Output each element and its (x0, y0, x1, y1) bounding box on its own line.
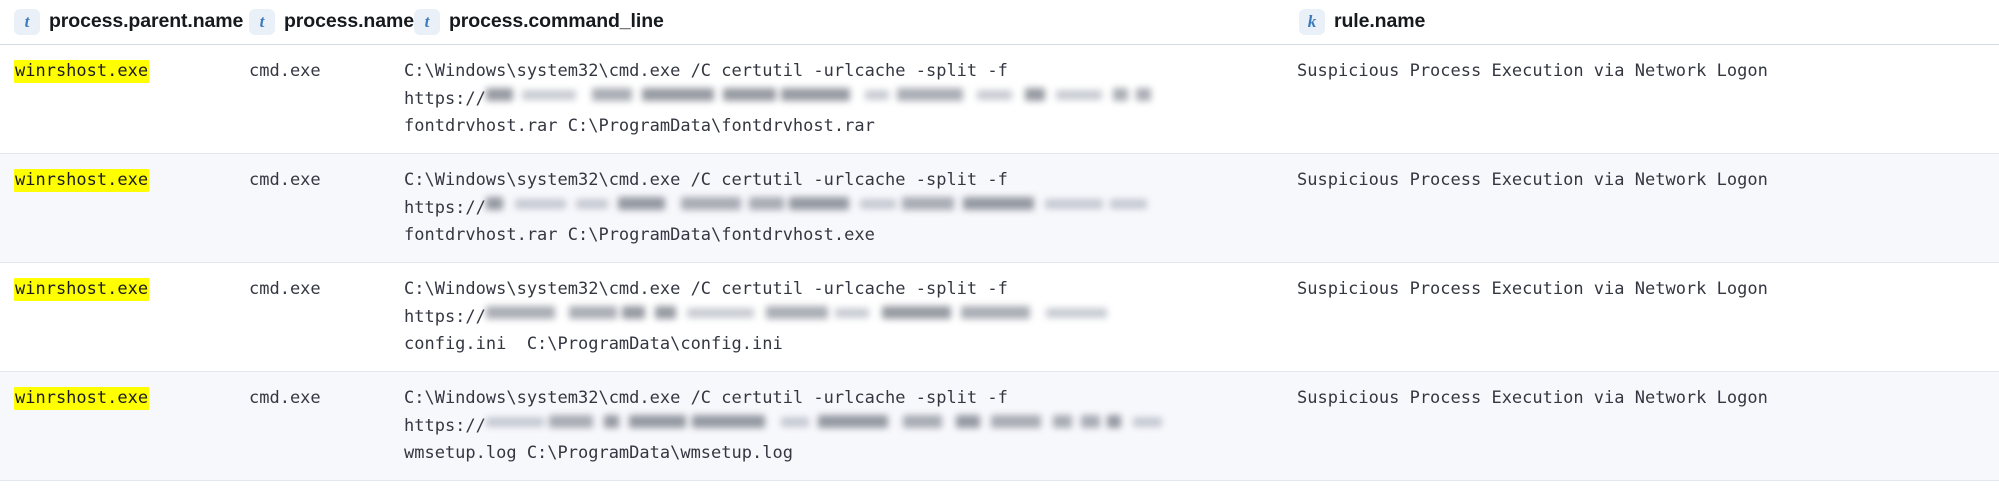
header-row: t process.parent.name t process.name t p… (0, 0, 1999, 45)
text-field-icon: t (14, 8, 40, 35)
cell-process-name[interactable]: cmd.exe (235, 262, 400, 372)
command-line-part-3: fontdrvhost.rar C:\ProgramData\fontdrvho… (404, 224, 875, 245)
column-header-label: process.command_line (449, 10, 664, 33)
redacted-url-text (485, 303, 1176, 322)
url-scheme-text: https:// (404, 88, 486, 109)
url-scheme-text: https:// (404, 306, 486, 327)
cell-process-parent-name[interactable]: winrshost.exe (0, 44, 235, 154)
search-highlight: winrshost.exe (14, 59, 150, 83)
command-line-url: https:// (404, 303, 1273, 331)
keyword-field-icon: k (1299, 8, 1325, 35)
column-header-label: rule.name (1334, 10, 1426, 33)
text-field-icon: t (249, 8, 275, 35)
cell-process-parent-name[interactable]: winrshost.exe (0, 262, 235, 372)
column-header-label: process.name (284, 10, 414, 33)
column-header-process-name[interactable]: t process.name (235, 0, 414, 45)
column-header-rule-name[interactable]: k rule.name (1285, 0, 1999, 45)
command-line-part-1: C:\Windows\system32\cmd.exe /C certutil … (404, 169, 1008, 190)
data-grid-header: t process.parent.name t process.name t p… (0, 0, 1999, 45)
cell-process-command-line[interactable]: C:\Windows\system32\cmd.exe /C certutil … (400, 44, 1285, 154)
search-highlight: winrshost.exe (14, 386, 150, 410)
cell-rule-name[interactable]: Suspicious Process Execution via Network… (1285, 262, 1999, 372)
text-field-icon: t (414, 8, 440, 35)
cell-process-name[interactable]: cmd.exe (235, 153, 400, 263)
redacted-url-text (485, 412, 1176, 431)
data-grid: t process.parent.name t process.name t p… (0, 0, 1999, 481)
command-line-url: https:// (404, 194, 1273, 222)
command-line-part-1: C:\Windows\system32\cmd.exe /C certutil … (404, 60, 1008, 81)
search-highlight: winrshost.exe (14, 168, 150, 192)
cell-rule-name[interactable]: Suspicious Process Execution via Network… (1285, 153, 1999, 263)
cell-process-parent-name[interactable]: winrshost.exe (0, 371, 235, 481)
cell-process-name[interactable]: cmd.exe (235, 371, 400, 481)
command-line-part-1: C:\Windows\system32\cmd.exe /C certutil … (404, 387, 1008, 408)
redacted-url-text (485, 85, 1176, 104)
command-line-part-1: C:\Windows\system32\cmd.exe /C certutil … (404, 278, 1008, 299)
command-line-url: https:// (404, 412, 1273, 440)
command-line-part-3: wmsetup.log C:\ProgramData\wmsetup.log (404, 442, 793, 463)
command-line-part-3: fontdrvhost.rar C:\ProgramData\fontdrvho… (404, 115, 875, 136)
cell-rule-name[interactable]: Suspicious Process Execution via Network… (1285, 371, 1999, 481)
command-line-part-3: config.ini C:\ProgramData\config.ini (404, 333, 783, 354)
column-header-process-parent-name[interactable]: t process.parent.name (0, 0, 243, 45)
url-scheme-text: https:// (404, 197, 486, 218)
column-header-label: process.parent.name (49, 10, 244, 33)
search-highlight: winrshost.exe (14, 277, 150, 301)
command-line-url: https:// (404, 85, 1273, 113)
cell-process-parent-name[interactable]: winrshost.exe (0, 153, 235, 263)
cell-process-name[interactable]: cmd.exe (235, 44, 400, 154)
cell-process-command-line[interactable]: C:\Windows\system32\cmd.exe /C certutil … (400, 371, 1285, 481)
cell-rule-name[interactable]: Suspicious Process Execution via Network… (1285, 44, 1999, 154)
cell-process-command-line[interactable]: C:\Windows\system32\cmd.exe /C certutil … (400, 262, 1285, 372)
column-header-process-command-line[interactable]: t process.command_line (400, 0, 1285, 45)
redacted-url-text (485, 194, 1176, 213)
cell-process-command-line[interactable]: C:\Windows\system32\cmd.exe /C certutil … (400, 153, 1285, 263)
url-scheme-text: https:// (404, 415, 486, 436)
